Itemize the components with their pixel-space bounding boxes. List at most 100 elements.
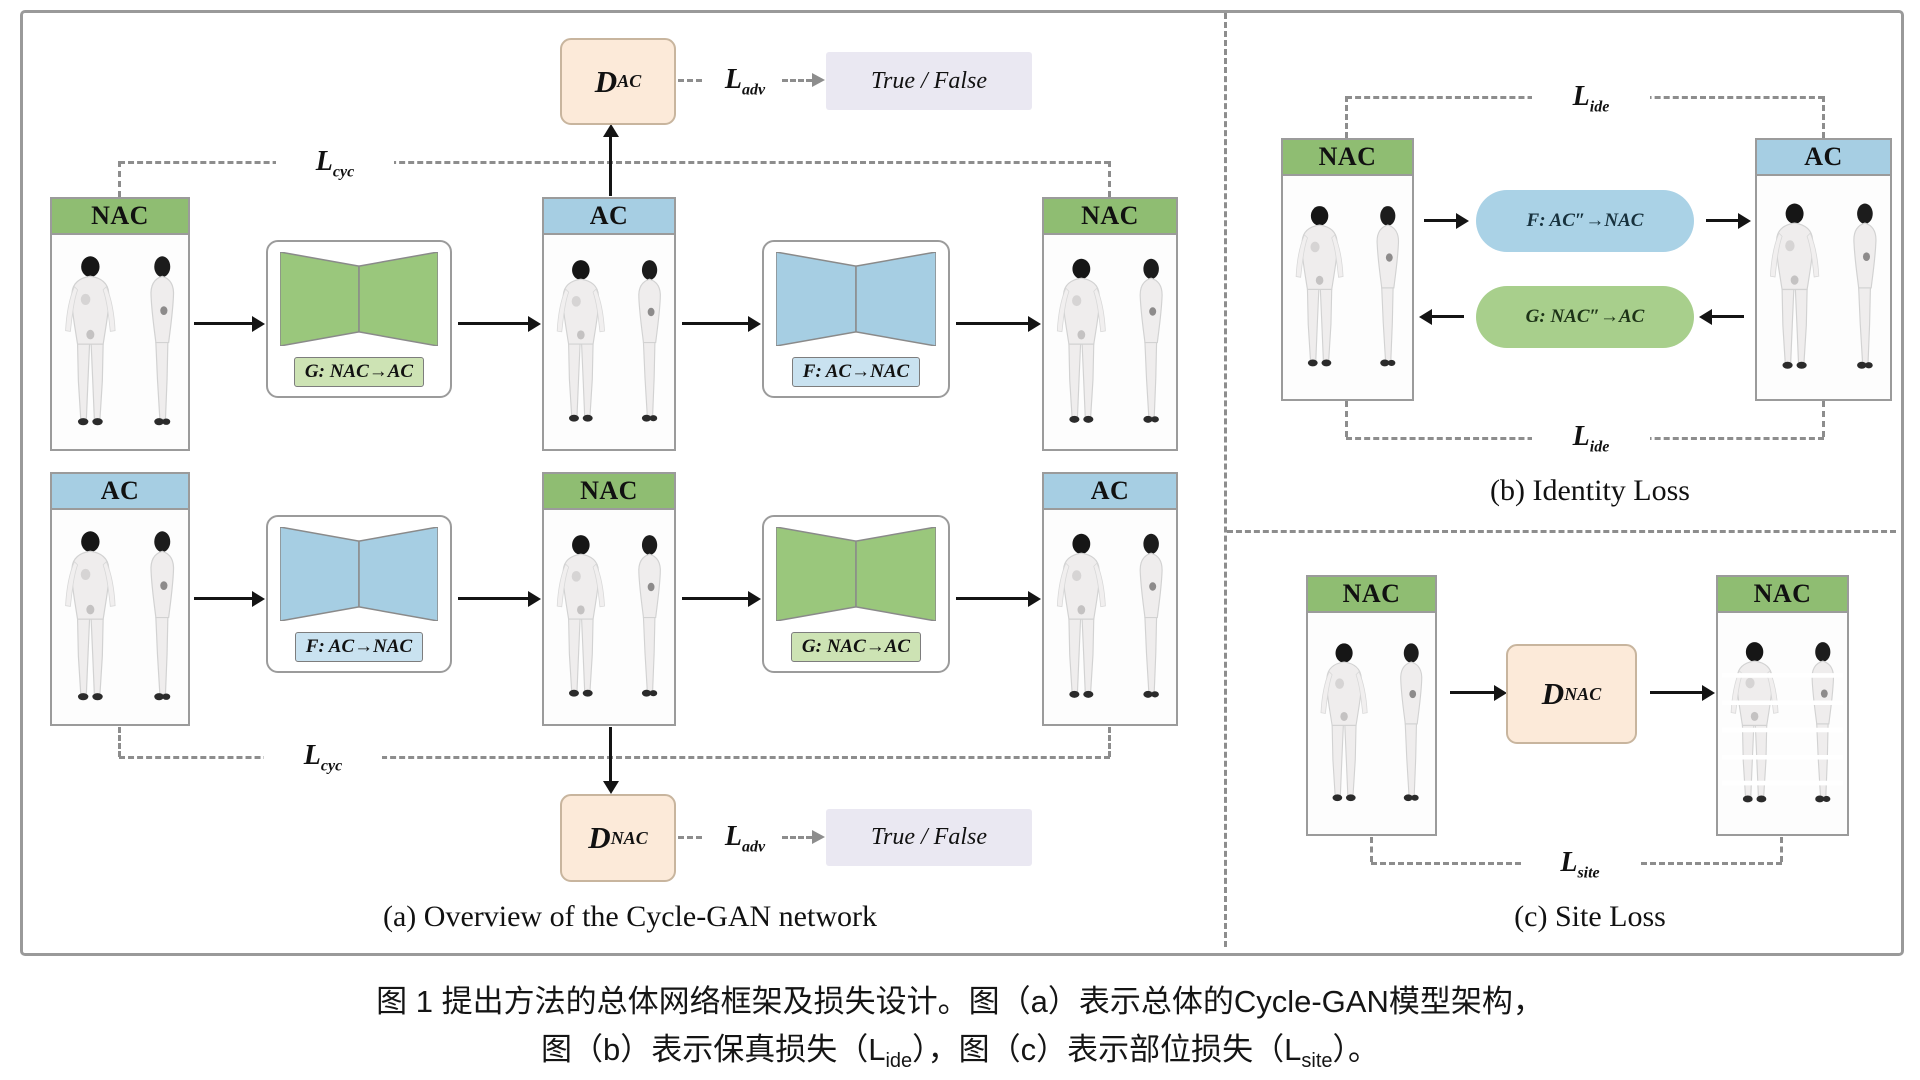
pet-scan-image — [1283, 176, 1412, 399]
loss-main: L — [724, 821, 742, 852]
caption-sub-site: site — [1301, 1050, 1333, 1073]
caption-text: 图（b）表示保真损失（L — [540, 1032, 886, 1067]
pet-image-row1-right: NAC — [1042, 197, 1178, 451]
pet-image-row2-left: AC — [50, 472, 190, 726]
loss-main: L — [303, 740, 321, 771]
image-label: NAC — [1283, 140, 1412, 176]
cycle-loss-bottom-line — [119, 756, 1110, 759]
cycle-loss-top-right-drop — [1108, 161, 1111, 197]
pet-silhouettes — [1761, 179, 1886, 395]
true-false-box-bottom: True / False — [826, 809, 1032, 866]
site-loss-right-rise — [1780, 837, 1783, 862]
site-loss-left-rise — [1370, 837, 1373, 862]
disc-main: D — [1541, 676, 1565, 711]
loss-label-adv-bottom: Ladv — [702, 820, 788, 865]
pet-image-site-output: NAC — [1716, 575, 1849, 836]
figure-caption-line1: 图 1 提出方法的总体网络框架及损失设计。图（a）表示总体的Cycle-GAN模… — [376, 984, 1544, 1019]
pet-silhouettes — [548, 238, 670, 446]
arrow-right — [956, 315, 1041, 332]
caption-sub-ide: ide — [885, 1050, 913, 1073]
image-label: AC — [52, 474, 188, 510]
pet-image-row1-left: NAC — [50, 197, 190, 451]
image-label: NAC — [544, 474, 674, 510]
image-label: AC — [544, 199, 674, 235]
pet-image-row2-mid: NAC — [542, 472, 676, 726]
arrow-right — [194, 590, 265, 607]
loss-label-ide-bottom: Lide — [1532, 420, 1650, 465]
pet-scan-image-striped — [1718, 613, 1847, 834]
disc-sub: NAC — [610, 827, 648, 848]
image-label: NAC — [1308, 577, 1435, 613]
loss-label-site: Lsite — [1521, 846, 1639, 891]
disc-main: D — [588, 820, 611, 855]
caption-text: ）。 — [1332, 1032, 1380, 1067]
loss-sub: cyc — [332, 163, 355, 181]
arrow-left — [1699, 308, 1744, 325]
arrow-right — [194, 315, 265, 332]
generator-g-row1: G: NAC→AC — [266, 240, 452, 398]
ide-loss-top-left-drop — [1345, 96, 1348, 138]
pet-scan-image — [544, 235, 674, 449]
ide-loss-top-right-drop — [1822, 96, 1825, 138]
pet-image-row2-right: AC — [1042, 472, 1178, 726]
figure-caption-line2: 图（b）表示保真损失（Lide），图（c）表示部位损失（Lsite）。 — [0, 1030, 1920, 1080]
cycle-loss-top-line — [119, 161, 1110, 164]
pet-silhouettes-striped — [1722, 616, 1843, 830]
disc-sub: AC — [617, 71, 642, 91]
pet-image-site-input: NAC — [1306, 575, 1437, 836]
pet-silhouettes — [56, 513, 184, 721]
loss-main: L — [1572, 421, 1590, 452]
cycle-loss-bottom-left-rise — [118, 727, 121, 757]
pet-silhouettes — [1287, 179, 1408, 395]
arrow-right — [458, 590, 541, 607]
loss-label-cyc-bottom: Lcyc — [264, 739, 382, 784]
pet-silhouettes — [56, 238, 184, 446]
disc-sub: NAC — [1564, 683, 1602, 704]
panel-divider-vertical — [1224, 13, 1227, 947]
loss-main: L — [315, 146, 333, 177]
pet-silhouettes — [1312, 616, 1431, 830]
panel-divider-horizontal — [1227, 530, 1896, 533]
loss-sub: ide — [1589, 438, 1610, 456]
pet-silhouettes — [1048, 238, 1172, 446]
loss-sub: cyc — [320, 757, 343, 775]
ide-loss-bottom-right-rise — [1822, 401, 1825, 437]
pet-silhouettes — [1048, 513, 1172, 721]
pet-scan-image — [1308, 613, 1435, 834]
true-false-label: True / False — [870, 824, 987, 850]
loss-sub: adv — [742, 838, 766, 856]
arrow-right — [1450, 684, 1507, 701]
pet-silhouettes — [548, 513, 670, 721]
loss-sub: site — [1577, 864, 1600, 882]
encoder-decoder-shape — [280, 252, 438, 346]
adv-bottom-dash-1 — [678, 836, 702, 839]
panel-a-caption: (a) Overview of the Cycle-GAN network — [383, 900, 877, 933]
loss-label-adv-top: Ladv — [702, 63, 788, 108]
loss-label-ide-top: Lide — [1532, 80, 1650, 125]
arrow-to-discriminator-ac — [602, 124, 619, 196]
generator-f-row2: F: AC→NAC — [266, 515, 452, 673]
encoder-decoder-shape — [776, 527, 936, 621]
arrow-right — [682, 590, 761, 607]
image-label: NAC — [1718, 577, 1847, 613]
loss-main: L — [1560, 847, 1578, 878]
pet-image-identity-ac: AC — [1755, 138, 1892, 401]
loss-label-cyc-top: Lcyc — [276, 145, 394, 190]
panel-b-caption: (b) Identity Loss — [1490, 474, 1690, 507]
arrow-right — [956, 590, 1041, 607]
adv-top-dash-arrow — [782, 73, 825, 87]
generator-g-row2: G: NAC→AC — [762, 515, 950, 673]
loss-main: L — [724, 64, 742, 95]
arrow-right — [682, 315, 761, 332]
caption-text: ），图（c）表示部位损失（L — [912, 1032, 1302, 1067]
pet-scan-image — [52, 510, 188, 724]
generator-label: G: NAC→AC — [293, 357, 425, 387]
loss-main: L — [1572, 81, 1590, 112]
generator-label: F: AC→NAC — [791, 357, 921, 387]
loss-sub: adv — [742, 81, 766, 99]
cycle-loss-bottom-right-rise — [1108, 727, 1111, 757]
pet-scan-image — [1044, 235, 1176, 449]
